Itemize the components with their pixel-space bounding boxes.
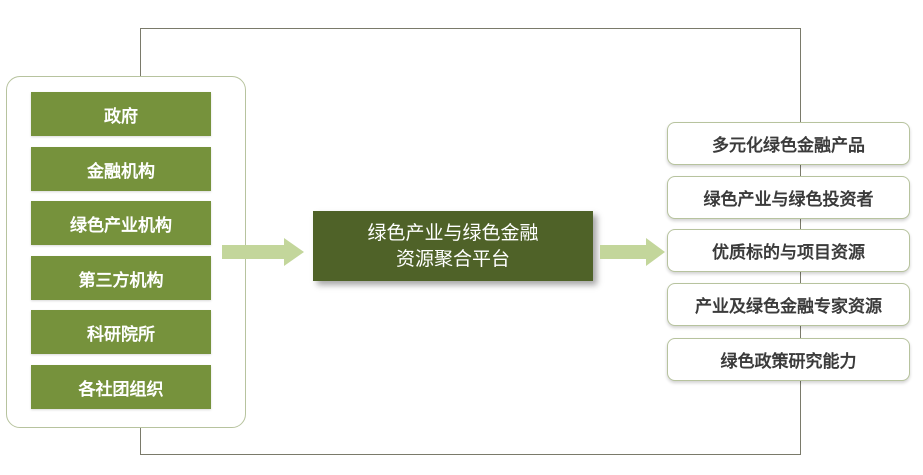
right-arrow-icon (600, 238, 665, 266)
output-industry-investors: 绿色产业与绿色投资者 (667, 176, 910, 219)
source-social-organizations: 各社团组织 (31, 365, 211, 409)
platform-box: 绿色产业与绿色金融 资源聚合平台 (313, 211, 593, 281)
source-green-industry-institutions: 绿色产业机构 (31, 201, 211, 245)
source-research-institutes: 科研院所 (31, 310, 211, 354)
left-arrow-icon (222, 238, 304, 266)
output-diversified-products: 多元化绿色金融产品 (667, 122, 910, 165)
source-third-party-institutions: 第三方机构 (31, 256, 211, 300)
output-expert-resources: 产业及绿色金融专家资源 (667, 283, 910, 326)
platform-title-line2: 资源聚合平台 (395, 248, 510, 270)
source-financial-institutions: 金融机构 (31, 147, 211, 191)
output-quality-projects: 优质标的与项目资源 (667, 229, 910, 272)
platform-title-line1: 绿色产业与绿色金融 (367, 222, 539, 244)
output-policy-research: 绿色政策研究能力 (667, 338, 910, 381)
source-government: 政府 (31, 92, 211, 136)
